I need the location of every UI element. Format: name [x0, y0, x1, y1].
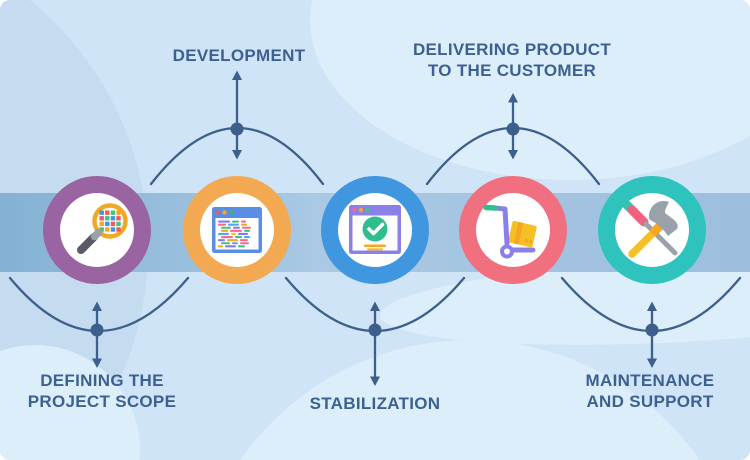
stage-node-development — [183, 176, 291, 284]
stage-label-stabilization: STABILIZATION — [310, 393, 441, 414]
hand-truck-icon — [483, 204, 537, 259]
stage-node-stabilization — [321, 176, 429, 284]
stage-label-line: PROJECT SCOPE — [27, 392, 177, 411]
node-dot — [90, 323, 104, 337]
arrow — [232, 70, 242, 160]
stage-node-maintenance-and-support — [598, 176, 706, 284]
node-dot — [645, 323, 659, 337]
stage-label-maintenance-and-support: MAINTENANCE AND SUPPORT — [586, 370, 715, 412]
node-dot — [230, 122, 244, 136]
stage-node-delivering-product-to-the-customer — [459, 176, 567, 284]
stage-label-line: DELIVERING PRODUCT — [412, 40, 612, 59]
stage-label-line: AND SUPPORT — [586, 392, 714, 411]
stage-label-defining-the-project-scope: DEFINING THE PROJECT SCOPE — [28, 370, 176, 412]
tools-icon — [622, 200, 678, 258]
arrow — [370, 301, 380, 386]
approved-window-icon — [349, 205, 401, 254]
stage-node-defining-the-project-scope — [43, 176, 151, 284]
stage-label-line: STABILIZATION — [309, 394, 441, 413]
stage-label-line: DEVELOPMENT — [172, 46, 306, 65]
arc — [8, 276, 190, 333]
magnifier-grid-icon — [77, 203, 128, 254]
stage-label-line: MAINTENANCE — [585, 371, 715, 390]
stage-label-delivering-product-to-the-customer: DELIVERING PRODUCT TO THE CUSTOMER — [413, 39, 611, 81]
stage-label-line: DEFINING THE — [40, 371, 164, 390]
stage-label-line: TO THE CUSTOMER — [427, 61, 597, 80]
stage-label-development: DEVELOPMENT — [173, 45, 306, 66]
node-dot — [506, 122, 520, 136]
node-dot — [368, 323, 382, 337]
code-window-icon — [212, 207, 262, 253]
